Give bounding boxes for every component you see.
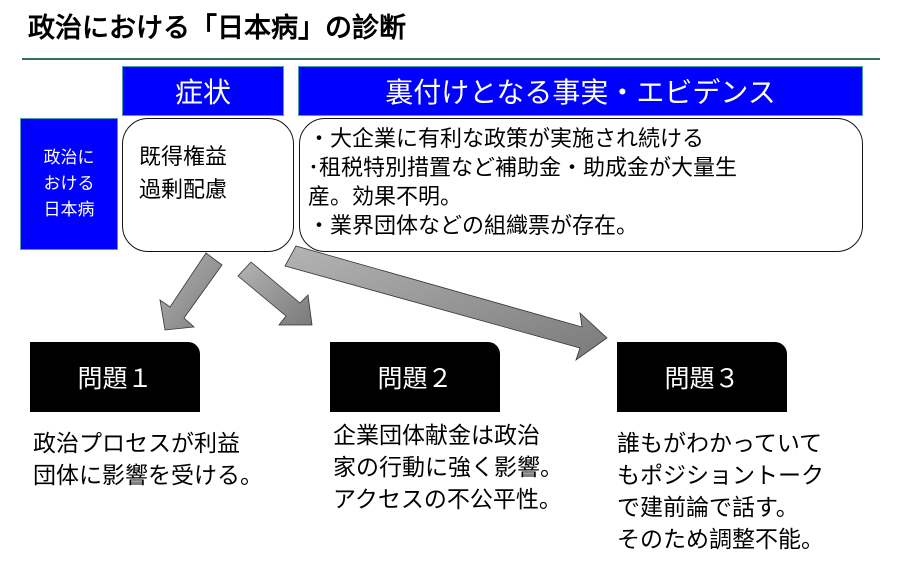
problem-1-box: 問題１ [30, 342, 200, 412]
evidence-line: ・業界団体などの組織票が存在。 [308, 214, 639, 239]
arrow-icon-to-problem-2 [237, 261, 313, 326]
arrow-icon-to-problem-1 [159, 252, 223, 331]
row-label-line: 政治に [43, 148, 95, 168]
symptom-box: 既得権益 過剰配慮 [122, 118, 294, 252]
row-label-box: 政治に おける 日本病 [20, 118, 118, 250]
problem-2-box: 問題２ [330, 342, 500, 412]
description-line: 団体に影響を受ける。 [33, 463, 263, 489]
evidence-line: 産。効果不明。 [308, 185, 463, 210]
symptom-line: 過剰配慮 [139, 178, 228, 203]
row-label-line: 日本病 [43, 200, 95, 220]
evidence-line: ･租税特別措置など補助金・助成金が大量生 [308, 156, 738, 181]
problem-2-description: 企業団体献金は政治 家の行動に強く影響。 アクセスの不公平性。 [333, 420, 563, 516]
description-line: もポジショントーク [617, 463, 824, 489]
title-divider [22, 58, 880, 60]
description-line: そのため調整不能。 [617, 527, 824, 553]
description-line: アクセスの不公平性。 [333, 487, 562, 513]
symptom-header: 症状 [122, 66, 284, 116]
row-label-line: おける [43, 174, 95, 194]
description-line: で建前論で話す。 [617, 495, 799, 521]
page-title: 政治における「日本病」の診断 [28, 13, 406, 44]
description-line: 誰もがわかっていて [617, 431, 823, 457]
description-line: 家の行動に強く影響。 [333, 455, 563, 481]
description-line: 企業団体献金は政治 [333, 423, 540, 449]
evidence-line: ・大企業に有利な政策が実施され続ける [308, 127, 705, 152]
evidence-box: ・大企業に有利な政策が実施され続ける ･租税特別措置など補助金・助成金が大量生 … [299, 118, 863, 252]
symptom-line: 既得権益 [139, 145, 228, 170]
problem-3-box: 問題３ [617, 342, 787, 412]
problem-3-description: 誰もがわかっていて もポジショントーク で建前論で話す。 そのため調整不能。 [617, 428, 824, 556]
description-line: 政治プロセスが利益 [33, 431, 240, 457]
evidence-header: 裏付けとなる事実・エビデンス [298, 66, 863, 116]
problem-1-description: 政治プロセスが利益 団体に影響を受ける。 [33, 428, 263, 492]
